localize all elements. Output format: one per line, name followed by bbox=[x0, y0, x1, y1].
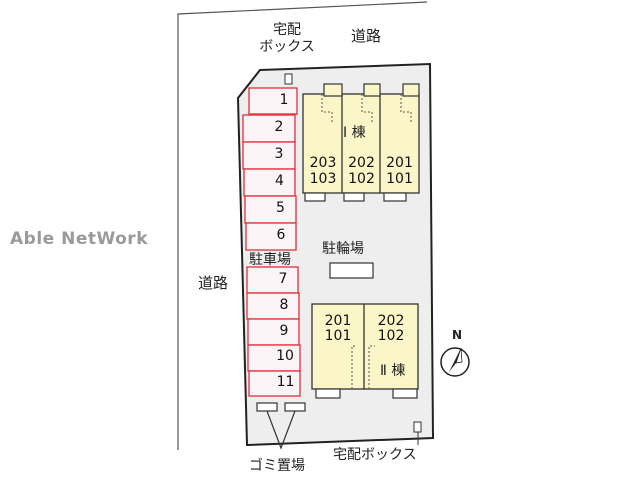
building-1 bbox=[302, 83, 420, 202]
b1-unit-lower-2: 102 bbox=[348, 171, 375, 187]
delivery-box-label-bottom: 宅配ボックス bbox=[333, 447, 417, 463]
garbage-box-1 bbox=[256, 402, 278, 412]
compass-icon bbox=[440, 347, 470, 377]
b1-unit-upper-3: 201 bbox=[386, 155, 413, 171]
parking-number-10: 10 bbox=[276, 348, 294, 364]
b2-unit-lower-1: 101 bbox=[324, 328, 352, 344]
parking-number-6: 6 bbox=[276, 227, 286, 243]
parking-number-2: 2 bbox=[274, 119, 284, 135]
parking-space-9 bbox=[247, 318, 300, 346]
parking-number-11: 11 bbox=[276, 374, 295, 390]
parking-number-5: 5 bbox=[276, 200, 285, 216]
parking-space-7 bbox=[246, 266, 299, 294]
watermark: Able NetWork bbox=[10, 229, 148, 249]
road-label-top: 道路 bbox=[351, 27, 382, 45]
parking-space-6 bbox=[245, 222, 297, 251]
building-1-name: Ⅰ 棟 bbox=[343, 125, 366, 141]
building-2-name: Ⅱ 棟 bbox=[380, 363, 406, 379]
parking-space-5 bbox=[244, 195, 297, 224]
b2-unit-upper-1: 201 bbox=[324, 313, 352, 329]
delivery-box-bottom-marker bbox=[413, 421, 422, 433]
building-2 bbox=[311, 303, 419, 399]
parking-space-4 bbox=[243, 168, 296, 197]
parking-space-2 bbox=[242, 114, 296, 143]
b1-unit-upper-2: 202 bbox=[348, 155, 375, 171]
parking-number-3: 3 bbox=[274, 146, 284, 162]
parking-number-1: 1 bbox=[279, 92, 289, 108]
garbage-leader-lines bbox=[266, 410, 296, 450]
parking-space-11 bbox=[248, 370, 301, 397]
delivery-box-label-top: 宅配 ボックス bbox=[259, 22, 315, 55]
road-boundary bbox=[177, 1, 428, 450]
bicycle-parking-label: 駐輪場 bbox=[322, 241, 364, 257]
parking-spaces bbox=[242, 87, 301, 397]
parking-number-4: 4 bbox=[275, 173, 284, 189]
garbage-box-2 bbox=[284, 402, 306, 412]
b2-unit-lower-2: 102 bbox=[377, 328, 405, 344]
delivery-box-top-marker bbox=[284, 73, 293, 85]
garbage-label: ゴミ置場 bbox=[249, 458, 305, 474]
parking-number-9: 9 bbox=[279, 323, 289, 339]
b1-unit-upper-1: 203 bbox=[309, 155, 337, 171]
b1-unit-lower-1: 103 bbox=[309, 171, 337, 187]
b2-unit-upper-2: 202 bbox=[377, 313, 405, 329]
b1-unit-lower-3: 101 bbox=[386, 171, 413, 187]
parking-space-1 bbox=[248, 87, 298, 115]
road-label-left: 道路 bbox=[198, 274, 229, 292]
compass-label: N bbox=[452, 328, 463, 342]
parking-number-8: 8 bbox=[279, 297, 289, 313]
parking-label: 駐車場 bbox=[249, 252, 291, 268]
bicycle-parking-area bbox=[329, 262, 374, 279]
parking-number-7: 7 bbox=[278, 271, 288, 287]
parking-space-8 bbox=[246, 292, 300, 320]
